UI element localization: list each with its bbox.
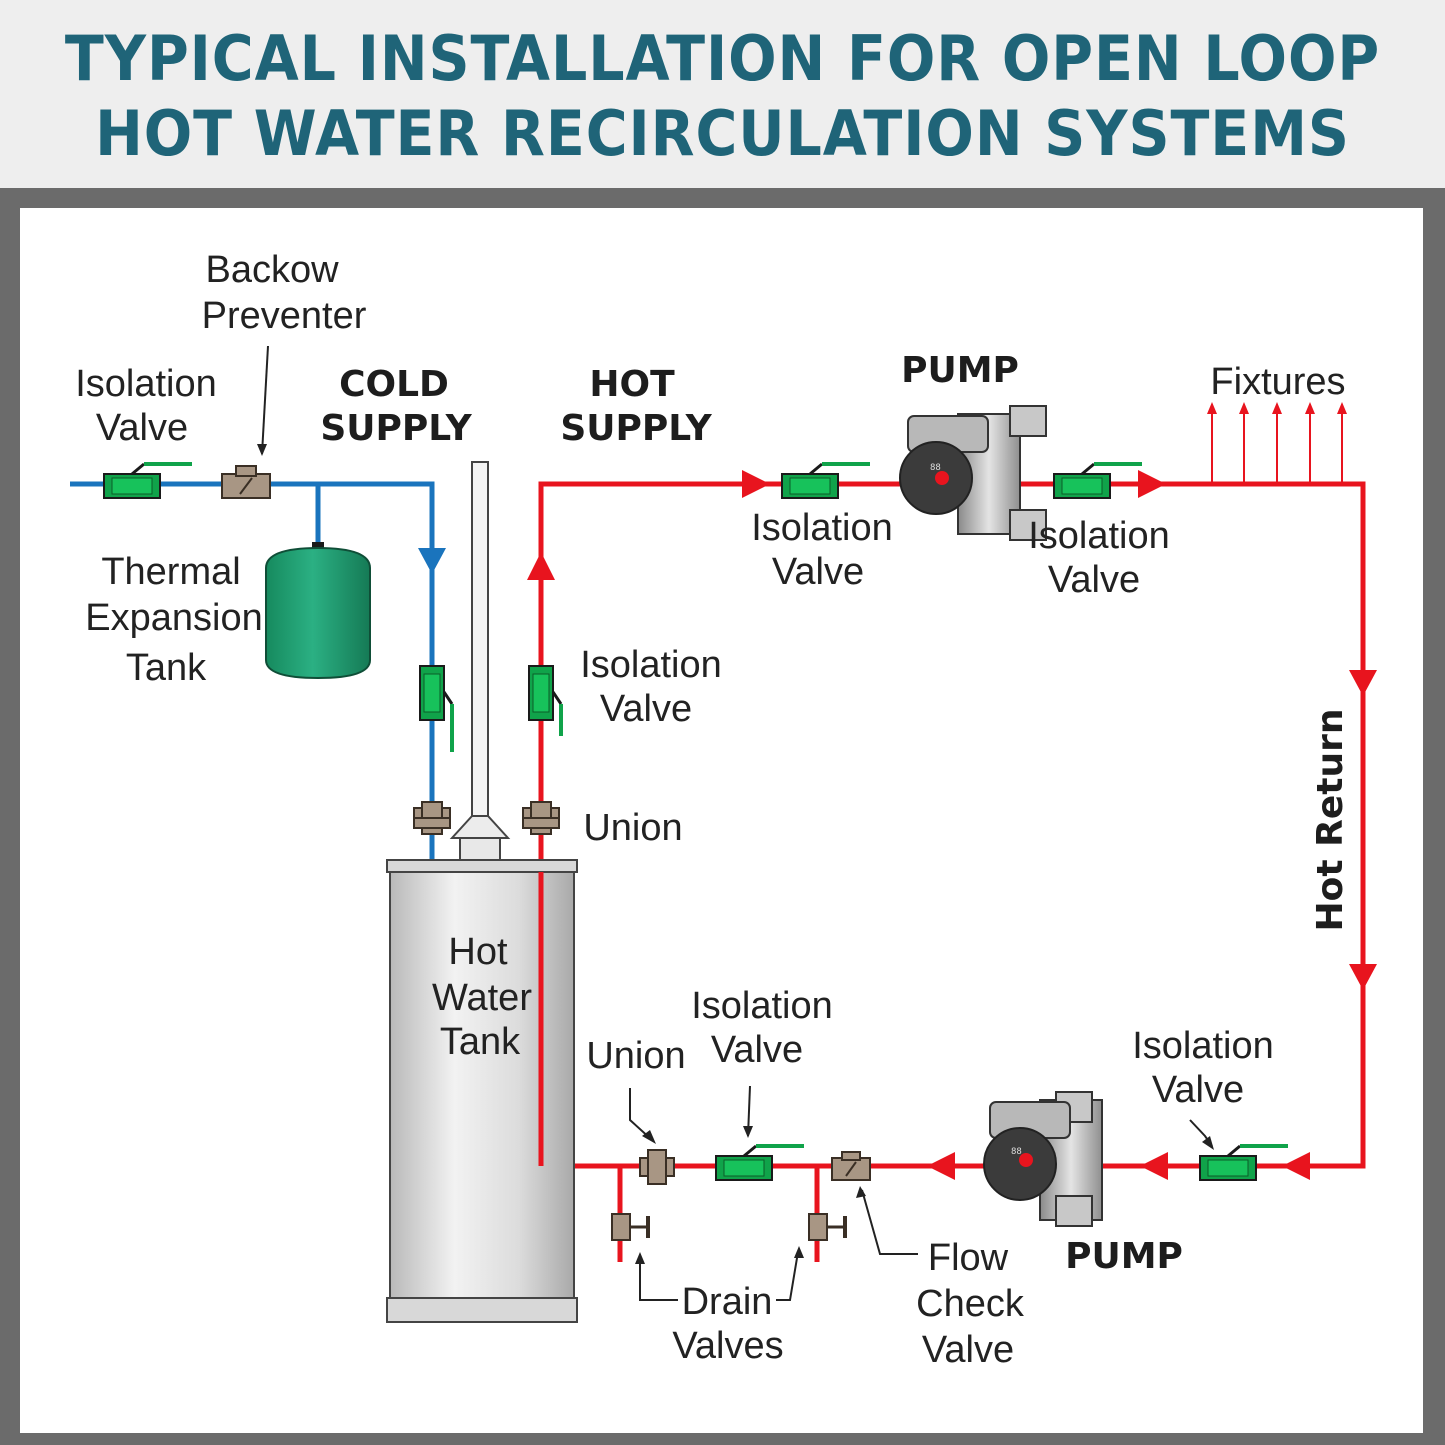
flow-check-valve	[831, 1151, 871, 1181]
hot-right-arrow-1	[742, 470, 770, 498]
title-line-1: TYPICAL INSTALLATION FOR OPEN LOOP	[64, 22, 1381, 95]
label-iso-bottom-mid-1: Isolation	[691, 985, 833, 1027]
union-bottom	[639, 1149, 675, 1185]
svg-text:88: 88	[930, 463, 941, 473]
circulator-pump-bottom: 88	[983, 1091, 1103, 1227]
svg-text:88: 88	[1011, 1147, 1022, 1157]
label-pump-top: PUMP	[901, 350, 1019, 391]
label-iso-cold-1: Isolation	[75, 363, 217, 405]
label-hot-return: Hot Return	[1310, 709, 1351, 932]
isolation-valve-top-right	[1053, 462, 1142, 499]
isolation-valve-bottom-mid	[715, 1144, 804, 1181]
union-hot-riser	[522, 801, 560, 835]
diagram-panel	[20, 208, 1423, 1433]
circulator-pump-top: 88	[899, 405, 1047, 541]
thermal-expansion-tank	[265, 542, 371, 680]
label-thermal-1: Thermal	[101, 551, 240, 593]
label-iso-cold-2: Valve	[96, 407, 188, 449]
tank-vent-flue	[449, 461, 511, 861]
label-iso-bottom-right-1: Isolation	[1132, 1025, 1274, 1067]
drain-valve-left	[611, 1213, 650, 1241]
return-left-arrow-3	[927, 1152, 955, 1180]
label-pump-bottom: PUMP	[1065, 1236, 1183, 1277]
label-iso-top-right-2: Valve	[1048, 559, 1140, 601]
label-flow-check-3: Valve	[922, 1329, 1014, 1371]
label-fixtures: Fixtures	[1210, 361, 1345, 403]
return-down-arrow-1	[1349, 670, 1377, 696]
label-tank-1: Hot	[448, 931, 508, 973]
union-cold-riser	[413, 801, 451, 835]
label-thermal-3: Tank	[126, 647, 207, 689]
label-backflow-1: Backow	[205, 249, 339, 291]
isolation-valve-cold-riser	[419, 665, 454, 752]
label-hot-supply-2: SUPPLY	[560, 408, 712, 449]
return-down-arrow-2	[1349, 964, 1377, 990]
fixtures-arrows	[1207, 402, 1347, 414]
cold-supply-pipe	[70, 481, 435, 862]
label-cold-supply-1: COLD	[339, 364, 449, 405]
label-iso-top-right-1: Isolation	[1028, 515, 1170, 557]
label-flow-check-2: Check	[916, 1283, 1025, 1325]
label-tank-3: Tank	[440, 1021, 521, 1063]
isolation-valve-top-left	[781, 462, 870, 499]
label-iso-bottom-right-2: Valve	[1152, 1069, 1244, 1111]
label-union-top: Union	[583, 807, 682, 849]
label-iso-hot-riser-2: Valve	[600, 688, 692, 730]
label-iso-top-left-1: Isolation	[751, 507, 893, 549]
label-thermal-2: Expansion	[85, 597, 262, 639]
leader-lines	[261, 345, 1213, 1301]
title-line-2: HOT WATER RECIRCULATION SYSTEMS	[95, 97, 1350, 170]
drain-valve-right	[808, 1213, 847, 1241]
label-iso-hot-riser-1: Isolation	[580, 644, 722, 686]
hot-up-arrow	[527, 552, 555, 580]
backflow-preventer	[221, 465, 271, 499]
header-banner: TYPICAL INSTALLATION FOR OPEN LOOP HOT W…	[0, 0, 1445, 188]
hot-water-tank	[386, 859, 578, 1323]
cold-down-arrow	[418, 548, 446, 574]
return-left-arrow-1	[1282, 1152, 1310, 1180]
labels: Backow Preventer Isolation Valve COLD SU…	[75, 249, 1351, 1371]
label-drain-1: Drain	[682, 1281, 773, 1323]
label-hot-supply-1: HOT	[589, 364, 675, 405]
label-tank-2: Water	[432, 977, 532, 1019]
return-left-arrow-2	[1140, 1152, 1168, 1180]
label-iso-top-left-2: Valve	[772, 551, 864, 593]
hot-right-arrow-2	[1138, 470, 1166, 498]
isolation-valve-bottom-right	[1199, 1144, 1288, 1181]
isolation-valve-hot-riser	[528, 665, 563, 736]
label-drain-2: Valves	[672, 1325, 783, 1367]
label-iso-bottom-mid-2: Valve	[711, 1029, 803, 1071]
isolation-valve-cold-inlet	[103, 462, 192, 499]
label-union-bottom: Union	[586, 1035, 685, 1077]
label-backflow-2: Preventer	[202, 295, 367, 337]
leader-arrowheads	[257, 444, 1214, 1264]
label-flow-check-1: Flow	[928, 1237, 1009, 1279]
label-cold-supply-2: SUPPLY	[320, 408, 472, 449]
